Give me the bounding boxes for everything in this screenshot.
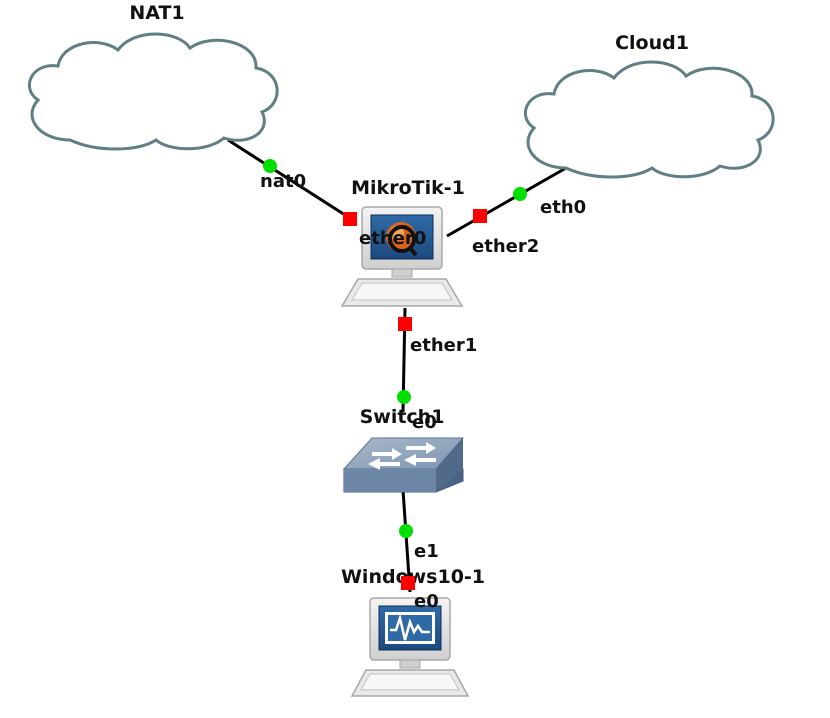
- link-cloud1-mikrotik[interactable]: [446, 158, 581, 238]
- node-label: MikroTik-1: [351, 177, 465, 199]
- node-label: Switch1: [360, 406, 445, 428]
- port-status-up-marker[interactable]: [399, 524, 413, 538]
- switch1-node[interactable]: Switch1: [342, 406, 465, 493]
- port-status-down-marker[interactable]: [401, 576, 415, 590]
- activity-graph-icon: [390, 613, 430, 641]
- node-label: NAT1: [129, 2, 184, 24]
- port-status-down-marker[interactable]: [343, 212, 357, 226]
- port-status-up-marker[interactable]: [397, 390, 411, 404]
- workstation-icon: [340, 206, 464, 307]
- node-label: Cloud1: [615, 32, 689, 54]
- port-status-down-marker[interactable]: [398, 317, 412, 331]
- workstation-icon: [350, 597, 470, 697]
- port-label-switch-e0: e0: [412, 412, 437, 433]
- port-markers-layer: [263, 159, 527, 590]
- port-label-ether1: ether1: [410, 335, 477, 356]
- port-label-nat0: nat0: [260, 171, 306, 192]
- cloud-icon: [523, 60, 775, 179]
- port-label-ether2: ether2: [472, 236, 539, 257]
- cloud1-node[interactable]: Cloud1: [523, 32, 775, 179]
- cloud-icon: [27, 32, 279, 151]
- router-logo-icon: [386, 222, 418, 257]
- port-label-eth0: eth0: [540, 197, 586, 218]
- port-labels-layer: nat0 ether0 eth0 ether2 ether1 e0 e1 e0: [260, 171, 586, 612]
- port-status-up-marker[interactable]: [263, 159, 277, 173]
- port-label-win10-e0: e0: [414, 591, 439, 612]
- switch-icon: [342, 437, 465, 493]
- mikrotik-node[interactable]: MikroTik-1: [340, 177, 465, 307]
- link-nat1-mikrotik[interactable]: [227, 138, 357, 224]
- win10-node[interactable]: Windows10-1: [341, 566, 485, 697]
- link-switch1-win10[interactable]: [401, 489, 412, 593]
- port-label-switch-e1: e1: [414, 541, 439, 562]
- port-label-ether0: ether0: [359, 228, 426, 249]
- port-status-down-marker[interactable]: [473, 209, 487, 223]
- port-status-up-marker[interactable]: [513, 187, 527, 201]
- nat1-node[interactable]: NAT1: [27, 2, 279, 151]
